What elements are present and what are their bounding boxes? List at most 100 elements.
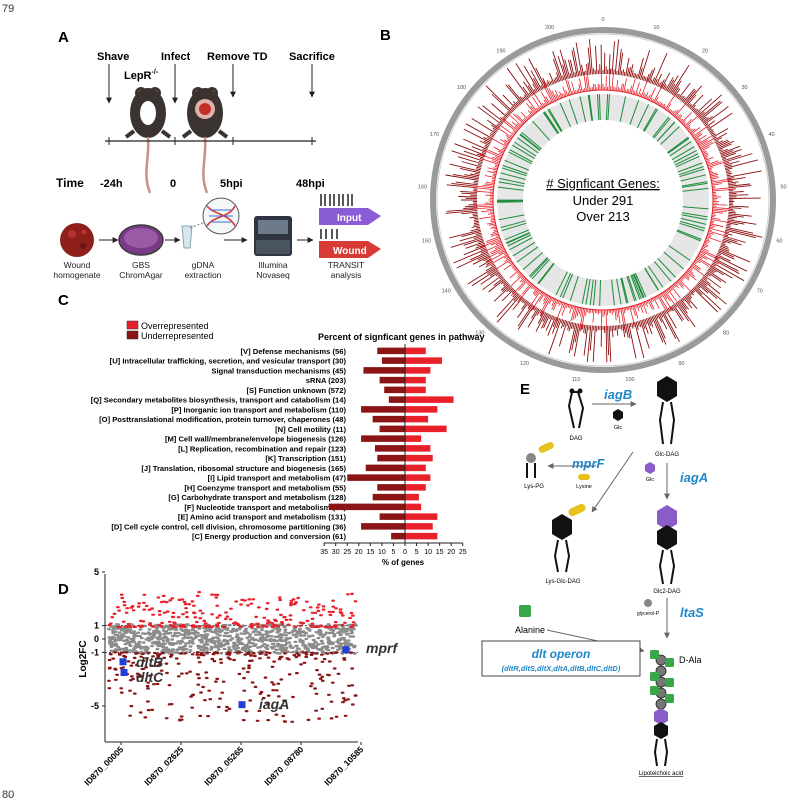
genome-tick-label: 10 [653, 25, 659, 31]
y-tick-label: -5 [91, 701, 99, 711]
genome-ring-inner [436, 33, 770, 367]
genome-tick-label: 200 [545, 25, 554, 31]
input-arrow-label: Input [337, 213, 362, 224]
lepr-label: LepR-/- [124, 69, 159, 82]
lysine-icon [578, 474, 590, 480]
wf-label-2a: gDNA [192, 260, 215, 270]
panel-c-letter: C [58, 292, 69, 309]
bar-overrepresented [405, 376, 426, 384]
genome-ring [430, 27, 776, 373]
bar-overrepresented [405, 454, 433, 462]
pathway-label: [I] Lipid transport and metabolism (47) [208, 474, 347, 483]
wf-label-0a: Wound [64, 260, 91, 270]
lys-pg-molecule [526, 442, 554, 478]
bar-overrepresented [405, 474, 431, 481]
genome-tick-label: 50 [780, 185, 786, 191]
lys-glc-dag-molecule [552, 503, 586, 573]
bar-underrepresented [361, 523, 405, 530]
wf-label-4a: TRANSIT [328, 260, 364, 270]
pathway-label: [S] Function unknown (572) [246, 386, 346, 395]
mol-lys-glc-dag: Lys-Glc-DAG [545, 579, 580, 585]
mol-glc-2: Glc [646, 477, 655, 483]
mouse-shaved [124, 87, 172, 194]
bar-underrepresented [379, 513, 405, 520]
highlight-gene-marker [119, 658, 127, 666]
x-axis-label: % of genes [382, 558, 425, 567]
bar-underrepresented [365, 464, 405, 472]
x-tick-label: 10 [424, 549, 432, 556]
bar-overrepresented [405, 513, 438, 520]
legend-swatch-under [126, 330, 139, 340]
time-minus24h: -24h [100, 178, 123, 190]
bar-underrepresented [361, 435, 405, 442]
bar-overrepresented [405, 493, 419, 501]
y-axis-label: Log2FC [78, 640, 89, 677]
bar-overrepresented [405, 357, 442, 364]
pathway-bar-chart: [V] Defense mechanisms (56)[U] Intracell… [91, 344, 467, 567]
genome-tick-label: 170 [430, 132, 439, 138]
panel-e: E DAG Glc iagB Glc-DAG Glc iagA Glc2-DAG [481, 376, 708, 777]
points-not-significant [107, 623, 358, 655]
bar-overrepresented [405, 367, 431, 374]
track-outer-spikes [445, 39, 763, 363]
bar-overrepresented [405, 396, 454, 403]
wf-label-0b: homogenate [53, 270, 101, 280]
bar-underrepresented [374, 445, 405, 452]
highlight-gene-marker [120, 669, 128, 676]
bar-overrepresented [405, 484, 426, 491]
glc-dag-molecule [657, 376, 677, 445]
panel-b: B 01020304050607080901001101201301401501… [380, 17, 787, 383]
bar-underrepresented [347, 474, 405, 481]
bar-underrepresented [363, 367, 405, 374]
pathway-label: [C] Energy production and conversion (61… [192, 532, 346, 541]
center-disc [523, 120, 683, 280]
points-underrepresented [107, 651, 358, 723]
bar-overrepresented [405, 425, 447, 433]
bar-underrepresented [361, 406, 405, 413]
x-tick-label: 0 [403, 549, 407, 556]
time-label: Time [56, 176, 84, 190]
genome-tick-label: 160 [418, 185, 427, 191]
dlt-operon-box [481, 640, 641, 677]
pathway-label: [P] Inorganic ion transport and metaboli… [171, 405, 346, 414]
legend-over: Overrepresented [141, 321, 209, 331]
chart-title: Percent of signficant genes in pathway [318, 332, 485, 342]
panel-a-letter: A [58, 29, 69, 46]
bar-underrepresented [379, 425, 405, 433]
bar-underrepresented [377, 454, 405, 462]
panel-b-letter: B [380, 27, 391, 44]
x-tick-label: ID870_00005 [82, 744, 125, 787]
bar-underrepresented [388, 396, 405, 403]
bar-overrepresented [405, 445, 431, 452]
x-tick-label: 10 [378, 549, 386, 556]
page-number-top: 79 [2, 3, 14, 15]
x-tick-label: 25 [343, 549, 351, 556]
mol-glc-1: Glc [614, 425, 623, 431]
mouse-infected [181, 87, 229, 194]
pathway-label: [V] Defense mechanisms (56) [240, 347, 346, 356]
panel-c: C Overrepresented Underrepresented Perce… [58, 292, 485, 567]
glycerol-p-icon [644, 599, 652, 607]
genome-tick-label: 70 [757, 289, 763, 295]
enzyme-iagA: iagA [680, 470, 708, 485]
pathway-label: [O] Posttranslational modification, prot… [99, 415, 346, 424]
panel-e-letter: E [520, 381, 530, 398]
bar-underrepresented [377, 347, 405, 355]
pathway-label: [L] Replication, recombination and repai… [178, 444, 346, 453]
sig-genes-under: Under 291 [573, 193, 634, 208]
dna-tube-icon [181, 197, 240, 249]
x-tick-label: 5 [391, 549, 395, 556]
circos-plot: 0102030405060708090100110120130140150160… [418, 17, 787, 383]
bar-underrepresented [379, 376, 405, 384]
genome-tick-label: 180 [457, 85, 466, 91]
pathway-label: [U] Intracellular trafficking, secretion… [110, 357, 347, 366]
alanine-icon [519, 605, 531, 617]
bar-overrepresented [405, 415, 429, 423]
mol-alanine: Alanine [515, 625, 545, 635]
x-tick-label: 15 [436, 549, 444, 556]
transit-reads-icon [319, 194, 381, 258]
bar-overrepresented [405, 503, 422, 511]
bar-underrepresented [372, 415, 405, 423]
